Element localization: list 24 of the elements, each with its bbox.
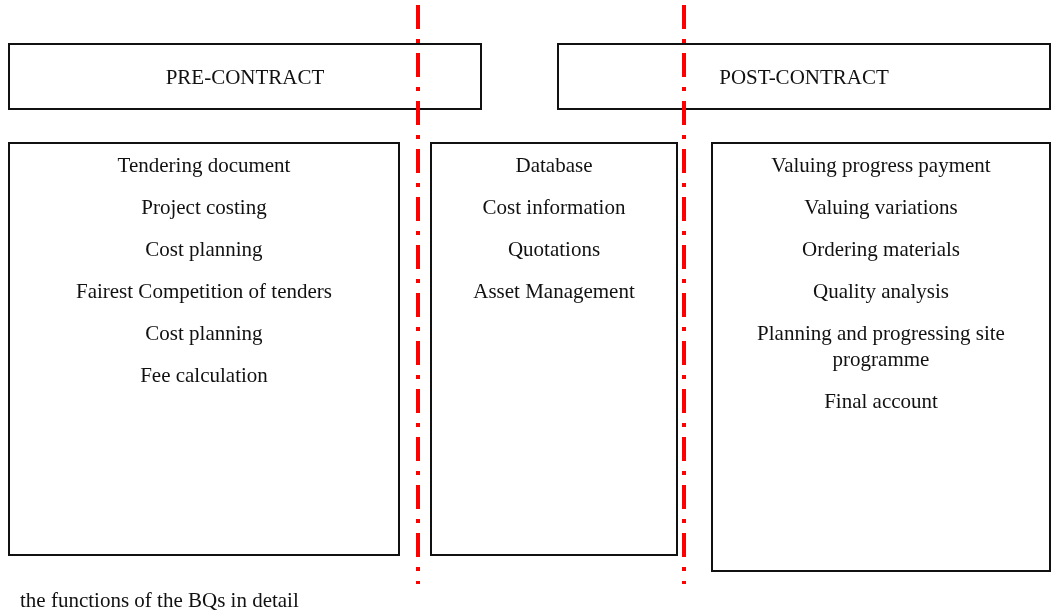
phase-title: POST-CONTRACT bbox=[719, 63, 889, 90]
function-item: Valuing progress payment bbox=[771, 152, 991, 178]
function-list-box bbox=[430, 142, 678, 556]
function-item: Database bbox=[515, 152, 593, 178]
function-item: Quality analysis bbox=[813, 278, 949, 304]
function-item: Cost planning bbox=[145, 236, 263, 262]
function-item: Fairest Competition of tenders bbox=[75, 278, 332, 304]
function-item: Ordering materials bbox=[802, 236, 960, 262]
phase-title: PRE-CONTRACT bbox=[165, 63, 325, 90]
function-item: Cost planning bbox=[145, 320, 263, 346]
function-item: Quotations bbox=[507, 236, 601, 262]
function-item: Cost information bbox=[482, 194, 626, 220]
function-item: Valuing variations bbox=[804, 194, 958, 220]
function-item: Final account bbox=[824, 388, 938, 414]
function-item: Project costing bbox=[141, 194, 267, 220]
function-item: Asset Management bbox=[473, 278, 635, 304]
function-item: Planning and progressing site programme bbox=[756, 320, 1006, 372]
caption-text: the functions of the BQs in detail bbox=[20, 588, 299, 612]
phase-header-box bbox=[8, 43, 482, 110]
function-list-box bbox=[711, 142, 1051, 572]
function-item: Tendering document bbox=[117, 152, 291, 178]
function-item: Fee calculation bbox=[140, 362, 268, 388]
phase-header-box bbox=[557, 43, 1051, 110]
function-list-box bbox=[8, 142, 400, 556]
